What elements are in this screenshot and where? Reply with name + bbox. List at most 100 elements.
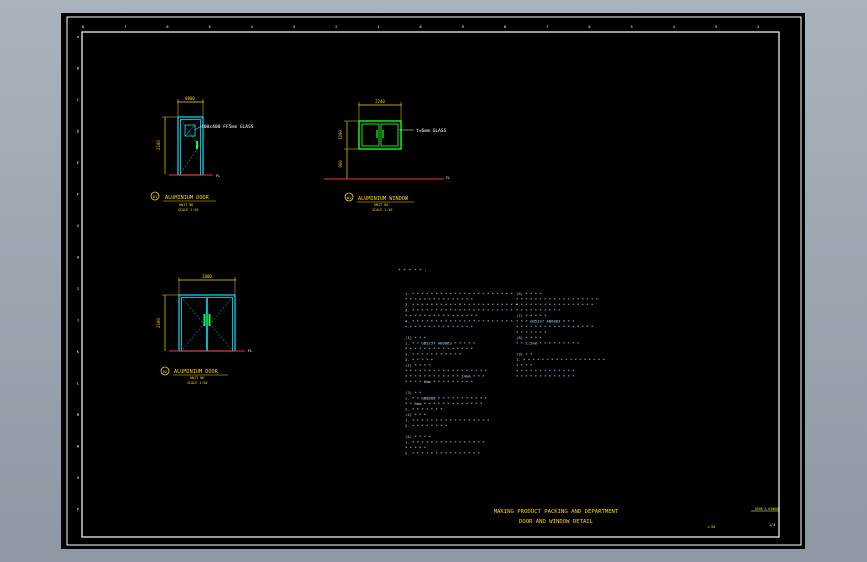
- w1-sash-right: [380, 123, 399, 147]
- notes-left-line: * * * * * * * * * * * * 14mm * * *: [405, 374, 485, 379]
- column-label: 8: [82, 25, 84, 29]
- notes-left-line: 1. * * * * * * * * * * * * * * * * *: [405, 418, 490, 423]
- row-label: L: [77, 382, 79, 386]
- row-label: J: [77, 319, 79, 323]
- project-title: MAKING PRODUCT PACKING AND DEPARTMENT: [494, 509, 619, 515]
- w1-height-dim: 1200: [338, 130, 343, 140]
- row-label: N: [77, 445, 79, 449]
- row-label: D: [77, 130, 79, 134]
- row-label: H: [77, 256, 79, 260]
- d1-width-dim: 0800: [185, 96, 195, 101]
- notes-right-line: * * * * * * * * * * * * * * * * *: [516, 324, 594, 329]
- notes-left-line: 3. * * * * *: [405, 357, 434, 362]
- notes-left-line: 1. * * * * * * * * * * * * * * * * * * *…: [405, 291, 513, 296]
- column-label: 6: [588, 25, 590, 29]
- notes-right-line: * * * GB5237 AB6063 * * *: [516, 319, 575, 324]
- d1-glass-panel: [184, 124, 196, 137]
- d1-height-dim: 2100: [156, 140, 161, 150]
- notes-left-line: * * * * * * * * * * * * * * *: [405, 324, 474, 329]
- door-d2-detail: 2000 2100 FL D2 ALUMINIUM DOOR UNIT NO S…: [156, 274, 252, 385]
- w1-window-frame: [358, 120, 402, 150]
- d2-title: ALUMINIUM DOOR: [174, 369, 219, 375]
- notes-left-line: 3. * * * * * * * * * * * * * * * * * * *…: [405, 308, 513, 313]
- d2-leaf-right: [207, 297, 233, 352]
- notes-left-line: 2. * * * * * * * * * * *: [405, 352, 462, 357]
- column-label: 9: [462, 25, 464, 29]
- notes-right-line: * * * * * * *: [516, 330, 547, 335]
- d1-swing-lines: [180, 119, 200, 174]
- drawing-scale: 1:50: [707, 525, 715, 529]
- notes-left-line: (3) * *: [405, 390, 422, 395]
- notes-left-line: * * * * * * * * * * * * * * * * * *: [405, 368, 488, 373]
- d1-mark: D1: [153, 194, 158, 199]
- d2-door-frame: [178, 294, 236, 352]
- notes-right-line: * * * * * * * * * * * * * * * * *: [516, 302, 594, 307]
- column-label: 6: [166, 25, 168, 29]
- row-label: M: [77, 413, 80, 417]
- d2-sub2: SCALE 1:50: [187, 381, 207, 385]
- notes-left-line: * * * * 6mm * * * * * * * * *: [405, 379, 474, 384]
- w1-glass-note: t=6mm GLASS: [416, 128, 447, 134]
- row-label: B: [77, 67, 79, 71]
- d2-leaf-left: [181, 297, 207, 352]
- column-label: 8: [504, 25, 506, 29]
- row-label: C: [77, 98, 79, 102]
- d1-glass-hatch: [184, 124, 196, 137]
- notes-right-line: 1. * * * * * * * * * * * * * * * * * *: [516, 357, 606, 362]
- notes-right-line: * * * * * * * * * * * * * * * * * *: [516, 297, 599, 302]
- window-w1-detail: 2240 1200 900 t=6mm GLASS FL W1 ALUMINIU…: [324, 99, 450, 212]
- notes-right-line: * * * * * * * * * * * * *: [516, 374, 575, 379]
- row-label: A: [77, 35, 80, 39]
- inner-frame: [81, 31, 780, 538]
- d2-mark-circle: [160, 366, 170, 376]
- d2-swing-left: [182, 298, 205, 350]
- notes-left-line: (4) * * *: [405, 412, 427, 417]
- notes-right-line: (6) * * * *: [516, 291, 542, 296]
- row-label: K: [77, 350, 80, 354]
- notes-left-line: (5) * * * *: [405, 434, 431, 439]
- d2-width-dim: 2000: [202, 274, 212, 279]
- notes-right-line: * * 2.5mm * * * * * * * * *: [516, 341, 580, 346]
- notes-left-line: * * 6mm * * * * * * * * * * * * *: [405, 401, 483, 406]
- d2-handle-left: [203, 314, 206, 326]
- notes-right-line: * * * * * * * * * *: [516, 308, 561, 313]
- w1-sub2: SCALE 1:50: [372, 208, 392, 212]
- d1-handle: [196, 141, 198, 149]
- notes-left-line: * * * * * * * * * * * * * * * *: [405, 313, 478, 318]
- column-label: 2: [757, 25, 759, 29]
- column-label: 7: [546, 25, 548, 29]
- w1-mark-circle: [344, 192, 354, 202]
- notes-right-line: (7) * * * * *: [516, 313, 547, 318]
- d2-floor-label: FL: [248, 349, 252, 353]
- row-label: I: [77, 287, 79, 291]
- d2-swing-right: [209, 298, 232, 350]
- notes-left-line: 2. * * * * * * *: [405, 407, 443, 412]
- notes-left-line: * * * * *: [405, 445, 427, 450]
- notes-left-line: (2) * * * *: [405, 363, 431, 368]
- page-number: 1/4: [769, 523, 775, 527]
- notes-right-column: (6) * * * * * * * * * * * * * * * * * * …: [516, 291, 606, 379]
- column-label: 3: [293, 25, 295, 29]
- d2-handle-right: [208, 314, 211, 326]
- d1-sub2: SCALE 1:50: [178, 208, 198, 212]
- d1-title: ALUMINIUM DOOR: [165, 195, 210, 201]
- row-label: P: [77, 508, 79, 512]
- row-label: F: [77, 193, 79, 197]
- door-d1-detail: 0800 2100 400x400 FF5mm GLASS FL D1 ALUM…: [150, 96, 254, 212]
- sheet-title: DOOR AND WINDOW DETAIL: [519, 519, 594, 525]
- w1-sash-left: [361, 123, 380, 147]
- d1-floor-label: FL: [216, 174, 220, 178]
- w1-title: ALUMINIUM WINDOW: [358, 196, 409, 202]
- column-label: 0: [420, 25, 422, 29]
- w1-floor-label: FL: [446, 176, 450, 180]
- d2-mark: D2: [163, 370, 167, 374]
- w1-sub1: UNIT NO: [374, 203, 388, 207]
- notes-left-line: * * * * * * * * * * * * * * *: [405, 297, 474, 302]
- d1-glass-note: 400x400 FF5mm GLASS: [201, 124, 254, 130]
- w1-sill-dim: 900: [338, 160, 343, 168]
- w1-mark: W1: [347, 196, 351, 200]
